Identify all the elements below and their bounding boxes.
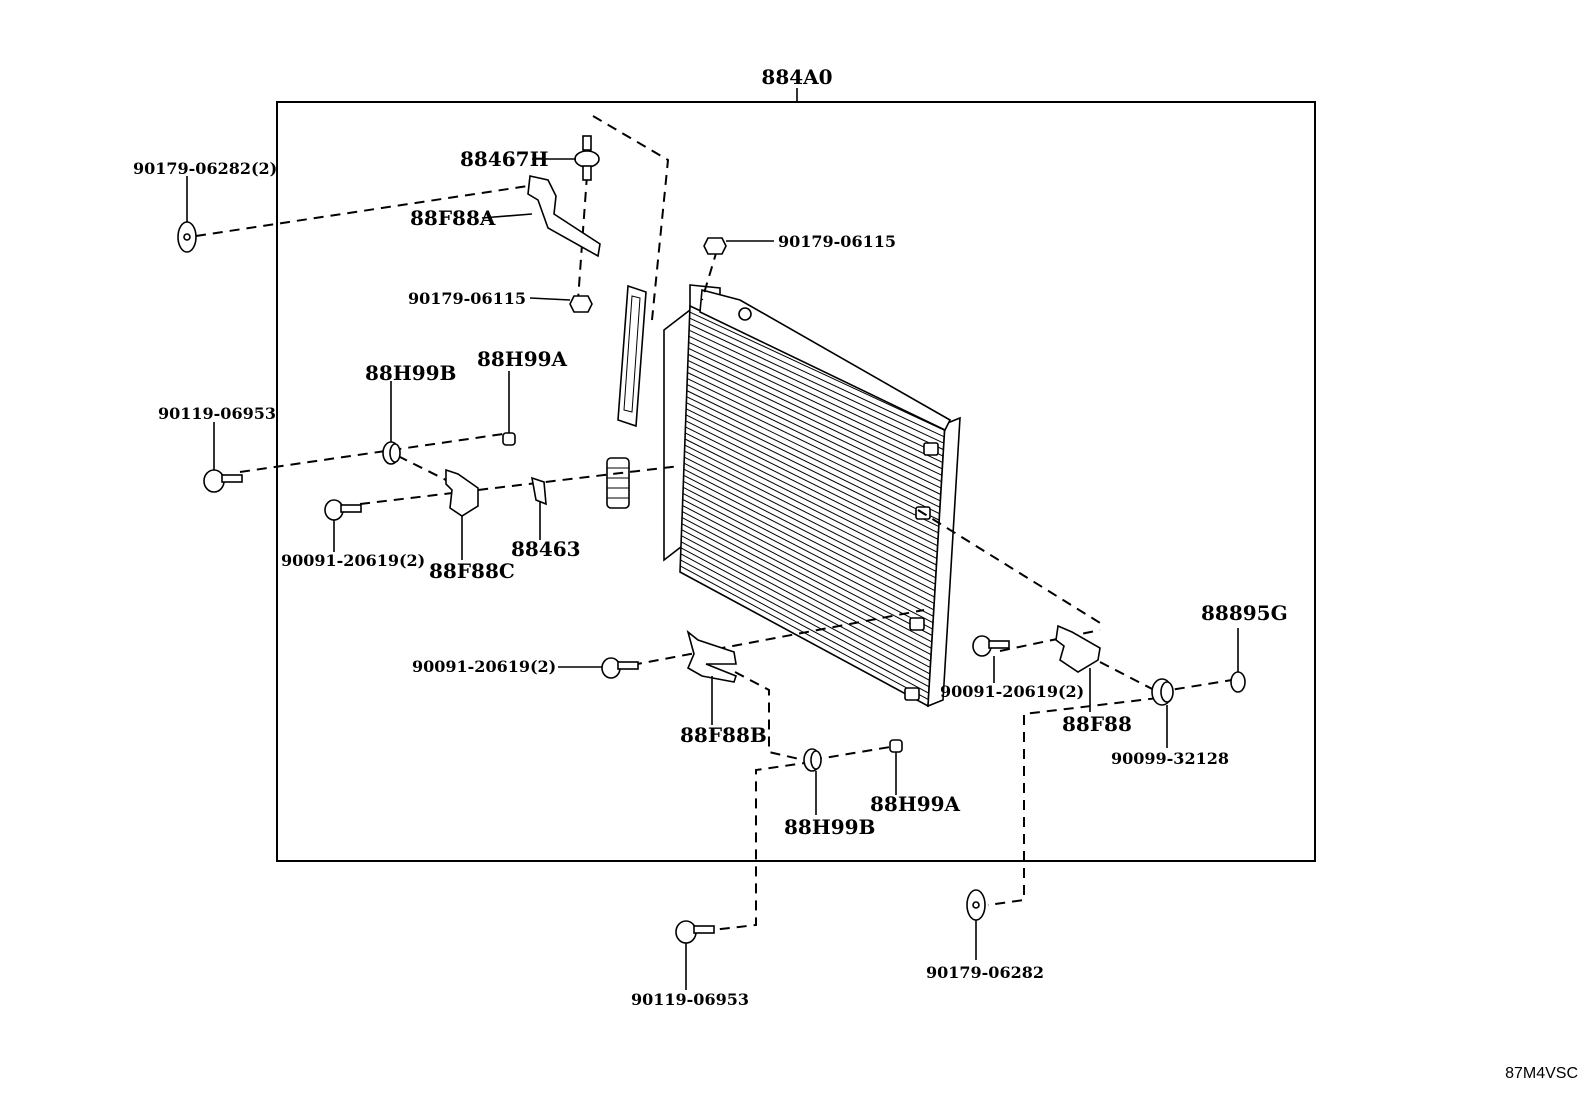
label-90091-20619-right: 90091-20619(2) xyxy=(940,682,1084,701)
condenser-fin xyxy=(680,541,931,675)
label-90179-06115-right: 90179-06115 xyxy=(778,232,896,251)
condenser-fin xyxy=(685,414,939,540)
label-88F88: 88F88 xyxy=(1062,712,1132,736)
condenser-fin xyxy=(689,323,945,444)
condenser-fin xyxy=(687,353,943,476)
label-88467H: 88467H xyxy=(460,147,548,171)
condenser-fin xyxy=(684,450,936,579)
assembly-label: 884A0 xyxy=(761,65,832,89)
collar-88H99A-upper[interactable] xyxy=(502,432,516,446)
bolt-90119-06953-upper[interactable] xyxy=(203,469,243,493)
label-88F88A: 88F88A xyxy=(410,206,496,230)
condenser-fin xyxy=(682,499,933,630)
washer-90179-06282-left[interactable] xyxy=(177,221,197,253)
bolt-90119-06953-lower[interactable] xyxy=(675,920,715,944)
condenser-fin xyxy=(681,535,931,668)
condenser-fin xyxy=(681,523,932,656)
bolt-90091-20619-right[interactable] xyxy=(972,635,1010,657)
bracket-88463[interactable] xyxy=(530,476,547,506)
label-90179-06282: 90179-06282 xyxy=(926,963,1044,982)
nut-90179-06115-left[interactable] xyxy=(569,295,593,313)
condenser-fin xyxy=(680,547,930,681)
condenser-fin xyxy=(688,335,944,457)
bushing-88H99B-upper[interactable] xyxy=(382,441,401,465)
label-90119-06953-lower: 90119-06953 xyxy=(631,990,749,1009)
condenser-fin xyxy=(688,329,944,451)
condenser-fin xyxy=(682,492,934,624)
label-90179-06282-2: 90179-06282(2) xyxy=(133,159,277,178)
condenser-fin xyxy=(682,511,933,643)
receiver-drier[interactable] xyxy=(606,457,630,509)
label-88F88B: 88F88B xyxy=(680,723,767,747)
condenser-fin xyxy=(686,402,940,527)
condenser-fin xyxy=(683,480,935,611)
nut-90179-06115-right[interactable] xyxy=(703,237,727,255)
bolt-90091-20619-upper[interactable] xyxy=(324,499,362,521)
condenser-fin xyxy=(681,529,931,662)
condenser-fin xyxy=(689,317,945,438)
condenser-fin xyxy=(681,517,932,649)
label-90091-20619-upper: 90091-20619(2) xyxy=(281,551,425,570)
label-88H99B-lower: 88H99B xyxy=(784,815,875,839)
condenser-fin xyxy=(688,341,943,463)
condenser-fin xyxy=(680,559,930,694)
assembly-lines xyxy=(195,115,1233,931)
collar-88H99A-lower[interactable] xyxy=(889,739,903,753)
label-90179-06115-left: 90179-06115 xyxy=(408,289,526,308)
condenser-fin xyxy=(682,505,933,636)
bushing-88H99B-lower[interactable] xyxy=(803,748,822,772)
condenser-fin xyxy=(687,366,942,489)
condenser-fin xyxy=(685,426,938,553)
condenser-fin xyxy=(684,456,936,585)
label-88H99A-upper: 88H99A xyxy=(477,347,568,371)
bracket-88F88[interactable] xyxy=(1055,624,1101,673)
condenser-fin xyxy=(683,468,935,598)
part-labels: 90179-06282(2) 88467H 88F88A 90179-06115… xyxy=(133,147,1288,1009)
image-code: 87M4VSC xyxy=(1505,1065,1578,1082)
condenser-fin xyxy=(685,408,939,534)
leader-lines xyxy=(186,158,1239,990)
bracket-88F88B[interactable] xyxy=(686,629,737,683)
condenser-fin xyxy=(682,486,934,617)
condenser-core[interactable] xyxy=(663,284,961,708)
label-90091-20619-middle: 90091-20619(2) xyxy=(412,657,556,676)
condenser-fin xyxy=(689,311,945,431)
label-90119-06953-upper: 90119-06953 xyxy=(158,404,276,423)
condenser-fin xyxy=(684,444,937,572)
bushing-90099-32128[interactable] xyxy=(1151,678,1174,706)
condenser-fin xyxy=(686,390,940,515)
label-88H99A-lower: 88H99A xyxy=(870,792,961,816)
label-90099-32128: 90099-32128 xyxy=(1111,749,1229,768)
condenser-fin xyxy=(685,420,938,547)
label-88463: 88463 xyxy=(511,537,581,561)
assembly-frame xyxy=(276,101,1316,862)
seal-strip[interactable] xyxy=(617,284,647,428)
label-88F88C: 88F88C xyxy=(429,559,515,583)
condenser-fin xyxy=(688,347,943,470)
condenser-fin xyxy=(683,474,935,604)
label-88895G: 88895G xyxy=(1201,601,1288,625)
washer-90179-06282-lower[interactable] xyxy=(966,889,986,921)
stud-88467H[interactable] xyxy=(574,135,600,181)
label-88H99B-upper: 88H99B xyxy=(365,361,456,385)
condenser-fin xyxy=(687,359,942,483)
condenser-fin xyxy=(683,462,936,592)
condenser-fin xyxy=(687,378,941,502)
bolt-90091-20619-middle[interactable] xyxy=(601,657,639,679)
condenser-fin xyxy=(684,438,937,566)
condenser-fin xyxy=(685,432,938,560)
condenser-fin xyxy=(687,372,941,495)
clip-88895G[interactable] xyxy=(1230,671,1246,693)
bracket-88F88A[interactable] xyxy=(527,175,601,258)
condenser-fin xyxy=(686,396,940,521)
condenser-fin xyxy=(680,553,930,688)
condenser-fin xyxy=(686,384,941,508)
